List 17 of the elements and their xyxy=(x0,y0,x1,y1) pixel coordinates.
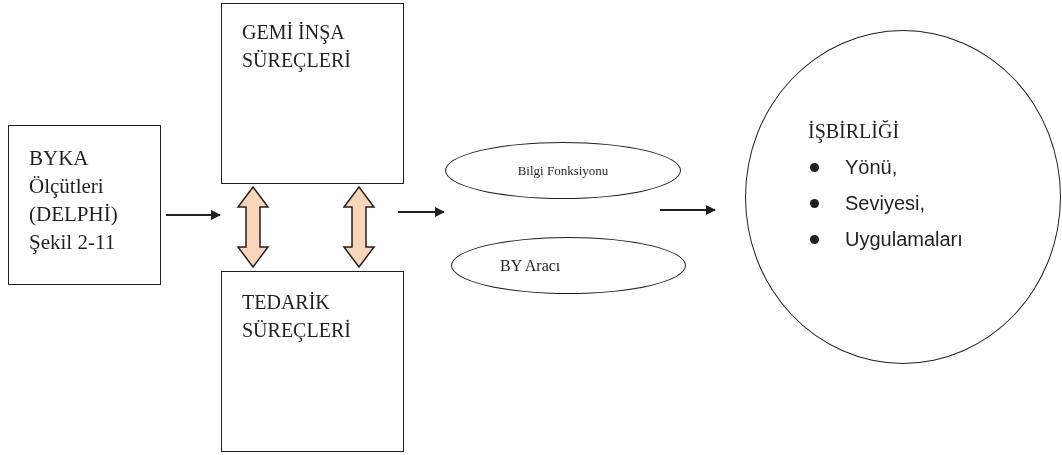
bullet-item: Uygulamaları xyxy=(808,221,1060,257)
heading: İŞBİRLİĞİ xyxy=(808,119,901,145)
node-label: TEDARİK SÜREÇLERİ xyxy=(242,290,352,344)
process-box xyxy=(8,125,161,285)
node-label: GEMİ İNŞA SÜREÇLERİ xyxy=(242,20,352,74)
arrow xyxy=(659,205,716,215)
arrow xyxy=(165,210,221,220)
double-arrow xyxy=(236,185,270,269)
bullet-item: Seviyesi, xyxy=(808,185,1060,221)
node-label: Bilgi Fonksiyonu xyxy=(517,161,609,180)
node-label: BYKA Ölçütleri (DELPHİ) Şekil 2-11 xyxy=(29,145,119,256)
node-label: BY Aracı xyxy=(500,255,561,276)
bullet-item: Yönü, xyxy=(808,149,1060,185)
arrow xyxy=(397,207,445,217)
double-arrow xyxy=(342,185,376,269)
process-box xyxy=(221,3,404,184)
process-box xyxy=(221,271,404,452)
